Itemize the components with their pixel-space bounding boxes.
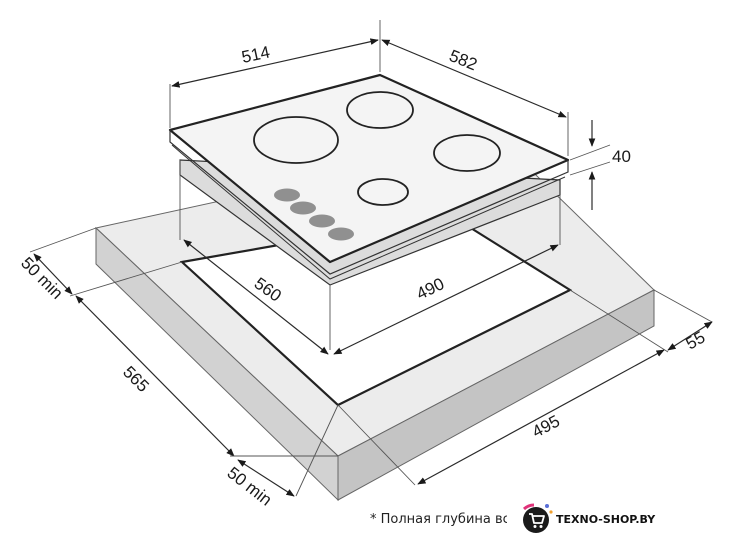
- dim-depth-top: 582: [447, 46, 480, 74]
- burner-front-large: [253, 116, 339, 164]
- dim-counter-depth: 565: [119, 362, 152, 395]
- hob: [168, 73, 570, 350]
- dim-width-top: 514: [240, 42, 272, 66]
- control-knob-1: [274, 188, 300, 202]
- logo-text: TEXNO-SHOP.BY: [556, 513, 656, 526]
- footnote: * Полная глубина вст: [370, 512, 518, 527]
- dim-margin-front: 50 min: [224, 463, 276, 509]
- dim-height: 40: [612, 147, 631, 166]
- dim-margin-left: 50 min: [17, 253, 67, 303]
- control-knob-4: [328, 227, 354, 241]
- dim-counter-width: 495: [529, 411, 563, 441]
- control-knob-3: [309, 214, 335, 228]
- dim-margin-right: 55: [683, 328, 709, 354]
- burner-right: [433, 134, 501, 172]
- burner-back: [346, 91, 414, 129]
- dimension-lines: [29, 20, 713, 497]
- control-knob-2: [290, 201, 316, 215]
- shopping-cart-icon: [522, 503, 553, 533]
- texno-shop-logo: TEXNO-SHOP.BY: [520, 503, 720, 539]
- burner-small: [357, 178, 409, 206]
